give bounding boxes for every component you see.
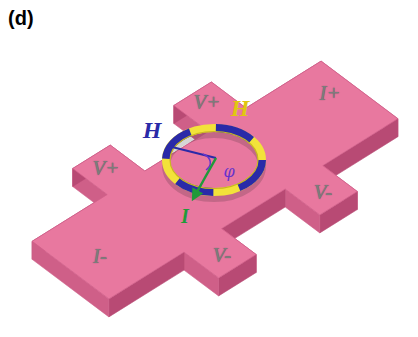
terminal-label: V+	[194, 92, 221, 113]
terminal-label: V+	[93, 158, 120, 179]
hall-bar-top	[32, 61, 398, 299]
field-direction-line	[168, 146, 216, 158]
terminal-label: I-	[93, 246, 107, 267]
field-label: H	[231, 96, 250, 120]
terminal-label: V-	[213, 245, 232, 266]
angle-label: φ	[223, 164, 234, 180]
bar-side-faces	[32, 61, 398, 317]
panel-label: (d)	[8, 8, 34, 28]
terminal-label: I+	[319, 83, 340, 104]
current-arrow	[193, 158, 216, 199]
current-label: I	[181, 206, 189, 226]
field-label: H	[143, 118, 162, 142]
terminal-label: V-	[314, 182, 333, 203]
